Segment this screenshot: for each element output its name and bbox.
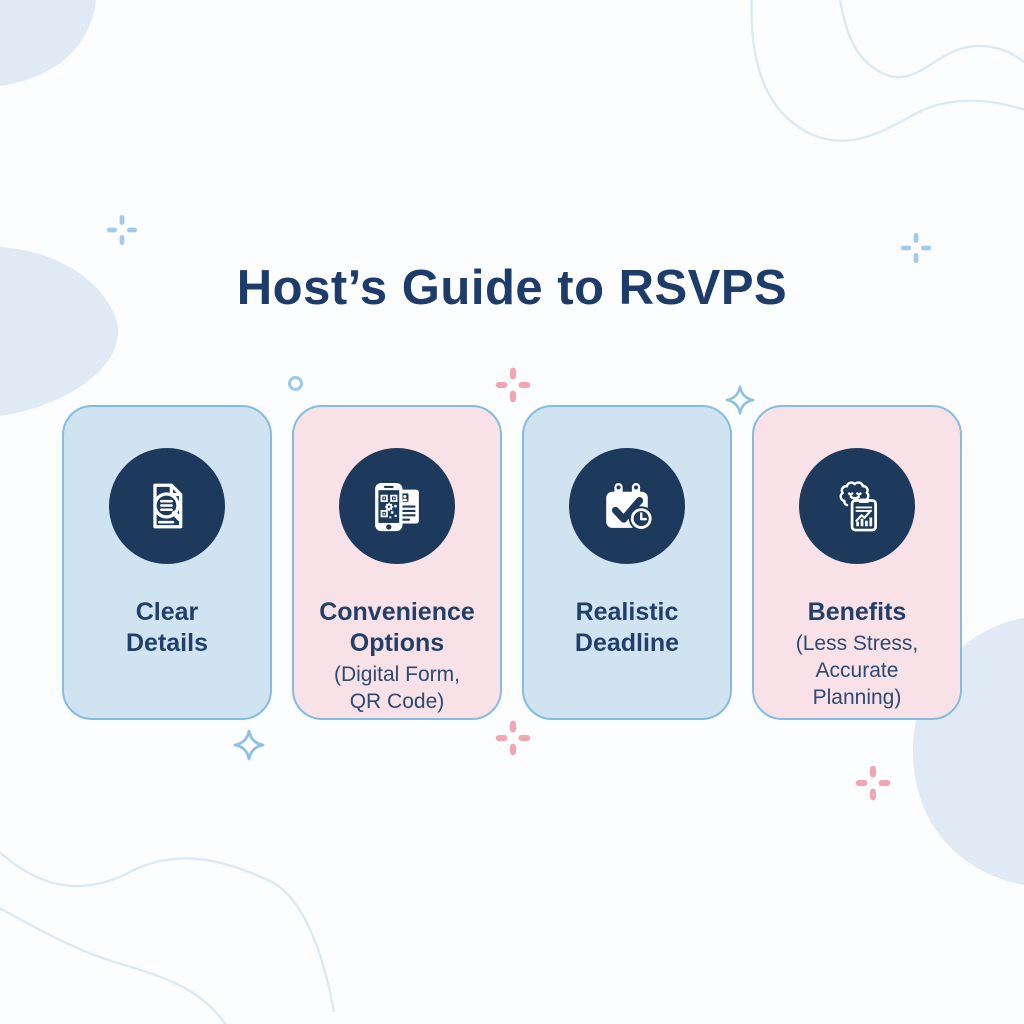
card-label: Realistic Deadline bbox=[574, 598, 680, 657]
plus-icon bbox=[855, 765, 891, 801]
icon-circle bbox=[339, 448, 455, 564]
sparkle-icon bbox=[725, 385, 755, 415]
card-convenience-options: Convenience Options (Digital Form, QR Co… bbox=[292, 405, 502, 720]
plus-icon bbox=[495, 367, 531, 403]
calendar-check-clock-icon bbox=[606, 483, 654, 531]
document-search-icon bbox=[153, 483, 183, 529]
card-clear-details: Clear Details bbox=[62, 405, 272, 720]
icon-circle bbox=[569, 448, 685, 564]
card-sublabel: (Less Stress, Accurate Planning) bbox=[795, 632, 919, 709]
blob-top-left bbox=[0, 0, 96, 86]
wave-line-top-right-2 bbox=[838, 0, 1024, 79]
brain-clipboard-chart-icon bbox=[839, 481, 877, 532]
ring-icon bbox=[288, 376, 303, 391]
wave-line-bottom-left-2 bbox=[0, 907, 227, 1024]
card-realistic-deadline: Realistic Deadline bbox=[522, 405, 732, 720]
sparkle-icon bbox=[233, 729, 265, 761]
plus-icon bbox=[901, 233, 931, 263]
page-title: Host’s Guide to RSVPS bbox=[236, 261, 788, 315]
icon-circle bbox=[799, 448, 915, 564]
card-label: Benefits bbox=[807, 598, 907, 626]
card-benefits: Benefits (Less Stress, Accurate Planning… bbox=[752, 405, 962, 720]
card-label: Convenience Options bbox=[319, 598, 475, 657]
wave-line-top-right-1 bbox=[750, 0, 1024, 142]
plus-icon bbox=[107, 215, 137, 245]
blob-left-middle bbox=[0, 247, 119, 416]
card-sublabel: (Digital Form, QR Code) bbox=[333, 663, 460, 713]
wave-line-bottom-left-1 bbox=[0, 850, 336, 1013]
icon-circle bbox=[109, 448, 225, 564]
plus-icon bbox=[495, 720, 531, 756]
phone-qr-code-icon bbox=[375, 483, 419, 532]
cards-row: Clear Details bbox=[62, 405, 962, 720]
card-label: Clear Details bbox=[126, 598, 208, 657]
